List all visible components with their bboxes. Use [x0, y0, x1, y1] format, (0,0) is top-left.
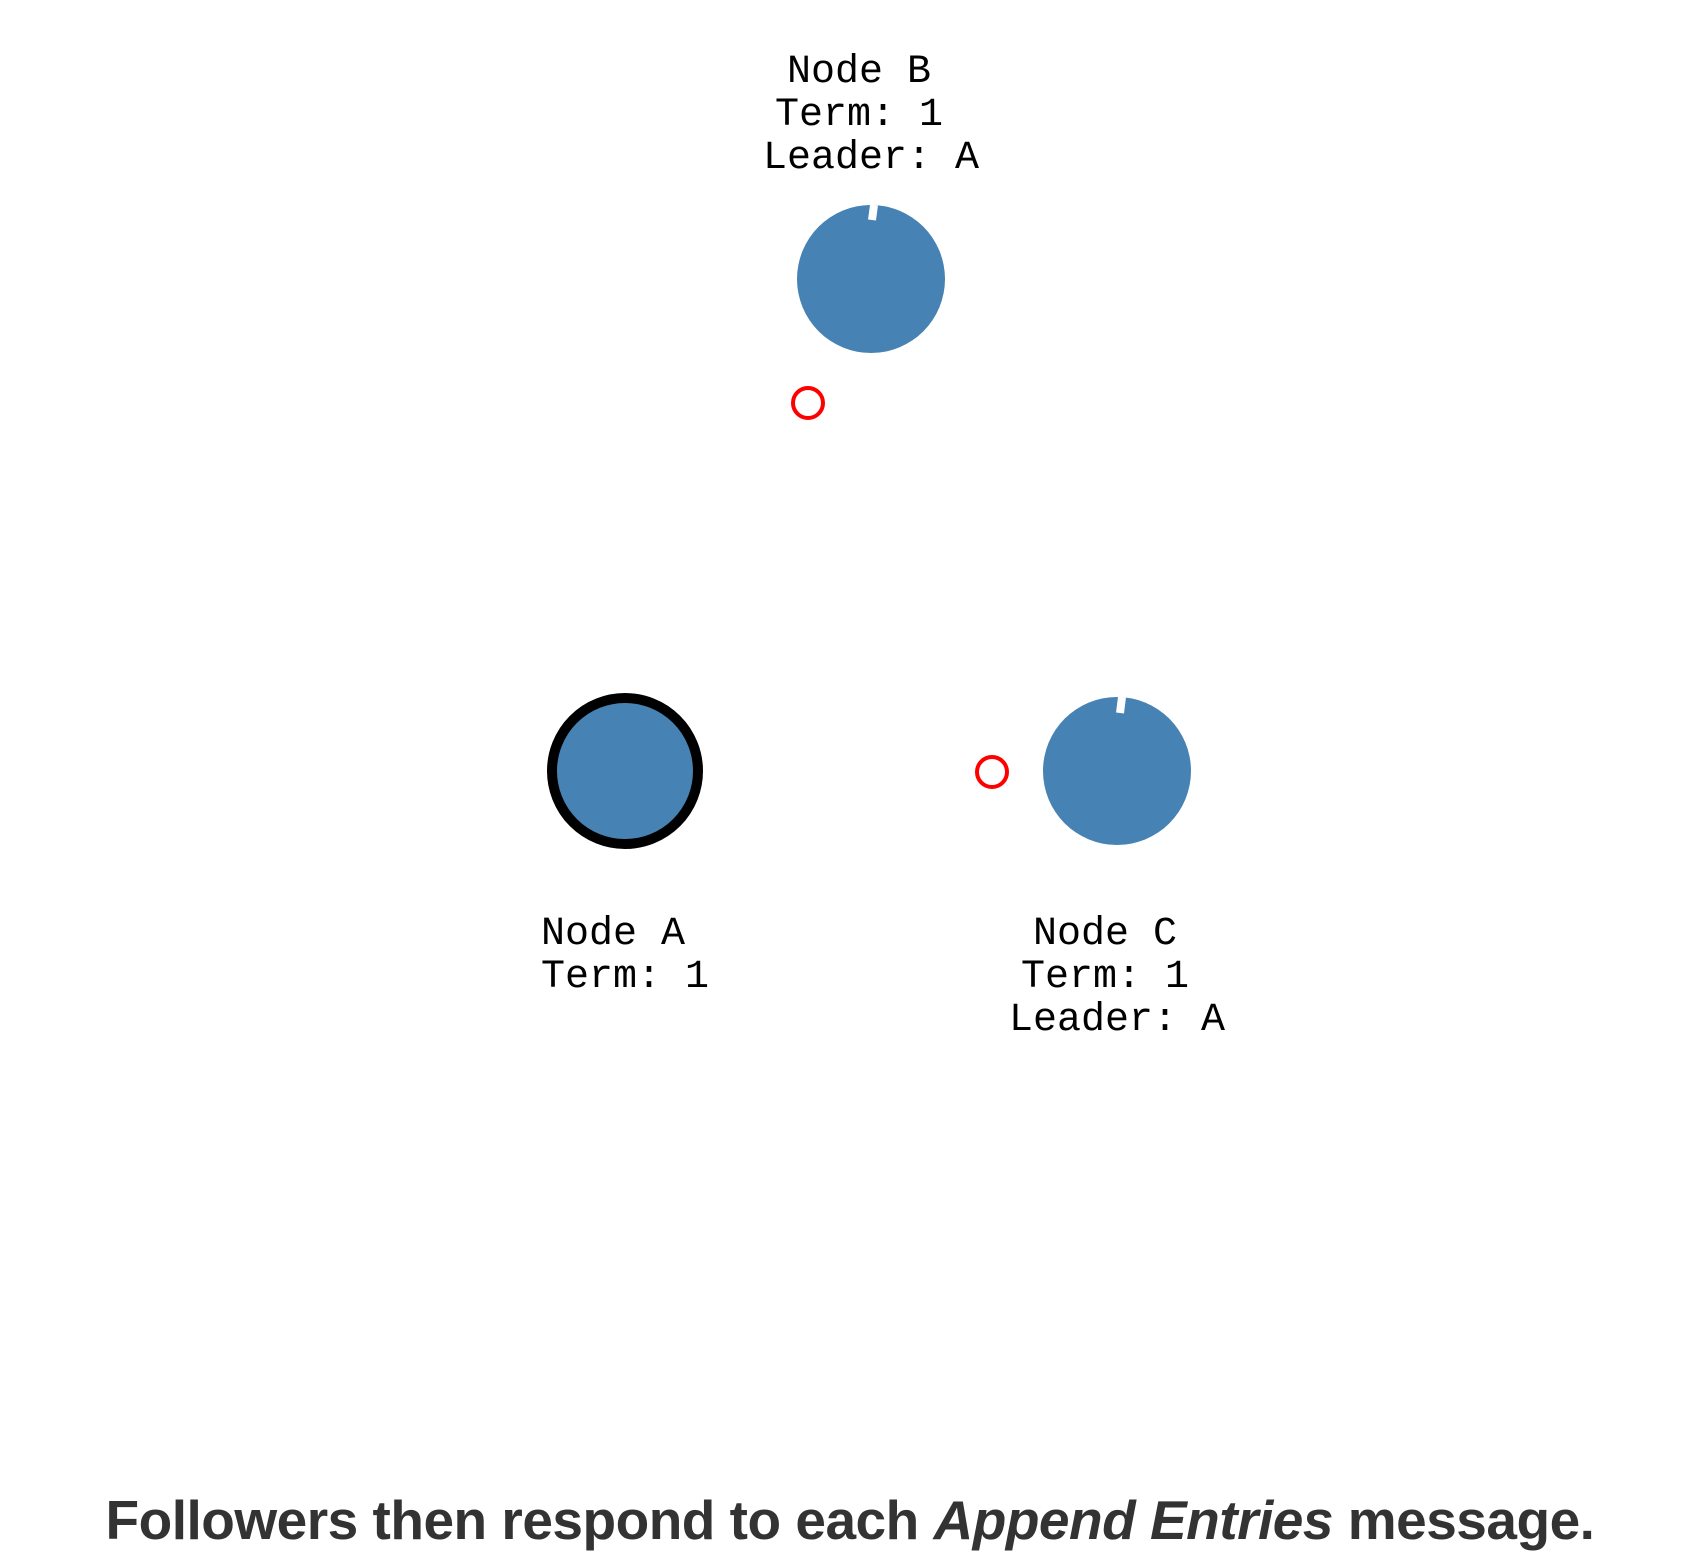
message-c-to-a	[975, 755, 1009, 789]
node-b-circle	[797, 205, 945, 353]
node-b-leader: Leader: A	[763, 136, 979, 181]
node-c[interactable]: Node C Term: 1 Leader: A	[1009, 696, 1225, 1043]
node-c-election-timer-icon	[1116, 696, 1126, 714]
node-a-circle	[547, 693, 703, 849]
caption-text: Followers then respond to each	[105, 1489, 934, 1551]
node-c-circle	[1043, 697, 1191, 845]
node-b-term: Term: 1	[775, 93, 943, 138]
node-b-election-timer-icon	[868, 204, 878, 221]
node-b-name: Node B	[787, 50, 931, 95]
caption-text-end: message.	[1332, 1489, 1595, 1551]
node-a-name: Node A	[541, 912, 685, 957]
message-b-to-a	[791, 386, 825, 420]
node-c-term: Term: 1	[1021, 955, 1189, 1000]
caption-emphasis: Append Entries	[933, 1489, 1334, 1551]
node-c-label: Node C Term: 1 Leader: A	[1009, 912, 1225, 1043]
caption: Followers then respond to each Append En…	[0, 1488, 1700, 1552]
node-c-leader: Leader: A	[1009, 998, 1225, 1043]
node-b-label: Node B Term: 1 Leader: A	[763, 50, 979, 181]
node-b[interactable]: Node B Term: 1 Leader: A	[763, 50, 979, 353]
node-a[interactable]: Node A Term: 1	[541, 693, 709, 1000]
node-a-term: Term: 1	[541, 955, 709, 1000]
node-c-name: Node C	[1033, 912, 1177, 957]
node-a-label: Node A Term: 1	[541, 912, 709, 1000]
